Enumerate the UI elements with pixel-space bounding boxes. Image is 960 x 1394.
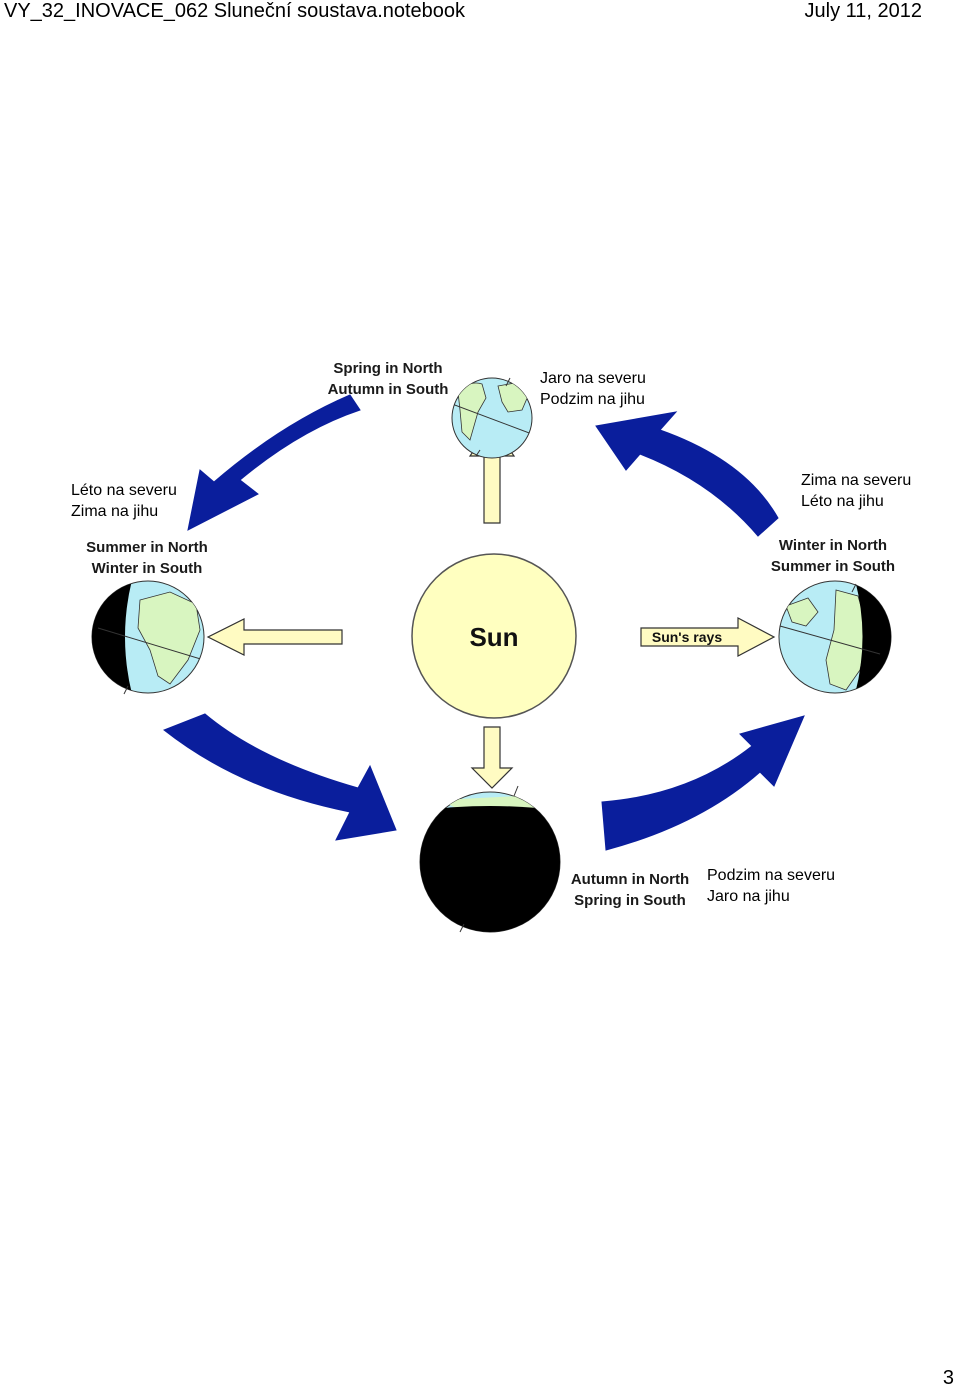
label-cz-left: Léto na severu Zima na jihu (71, 482, 177, 520)
notebook-date: July 11, 2012 (804, 0, 923, 22)
sun (411, 553, 577, 719)
label-cz-bottom: Podzim na severu Jaro na jihu (707, 867, 836, 905)
ray-arrow-left (206, 618, 343, 656)
label-en-left-2: Winter in South (92, 560, 203, 577)
earth-autumn (419, 785, 561, 933)
orbit-arrow-top-right (595, 411, 779, 537)
earth-winter (778, 580, 892, 694)
label-cz-right: Zima na severu Léto na jihu (801, 472, 912, 510)
label-en-top-1: Spring in North (333, 360, 442, 377)
page-number: 3 (942, 1367, 954, 1389)
earth-summer (91, 580, 205, 695)
label-en-right-2: Summer in South (771, 558, 895, 575)
sun-label: Sun (469, 622, 518, 652)
ray-arrow-right (640, 617, 776, 657)
orbit-arrow-bottom-right (601, 715, 805, 851)
notebook-title: VY_32_INOVACE_062 Sluneční soustava.note… (4, 0, 466, 22)
label-en-bottom-1: Autumn in North (571, 871, 689, 888)
earth-spring (451, 377, 533, 459)
label-en-right-1: Winter in North (779, 537, 887, 554)
label-en-bottom-2: Spring in South (574, 892, 686, 909)
label-en-top-2: Autumn in South (328, 381, 449, 398)
label-en-left-1: Summer in North (86, 539, 208, 556)
orbit-arrow-bottom-left (163, 713, 397, 841)
ray-arrow-down (470, 726, 514, 789)
rays-label: Sun's rays (652, 629, 722, 645)
label-cz-top: Jaro na severu Podzim na jihu (540, 370, 646, 408)
orbit-arrow-top-left (187, 394, 361, 531)
